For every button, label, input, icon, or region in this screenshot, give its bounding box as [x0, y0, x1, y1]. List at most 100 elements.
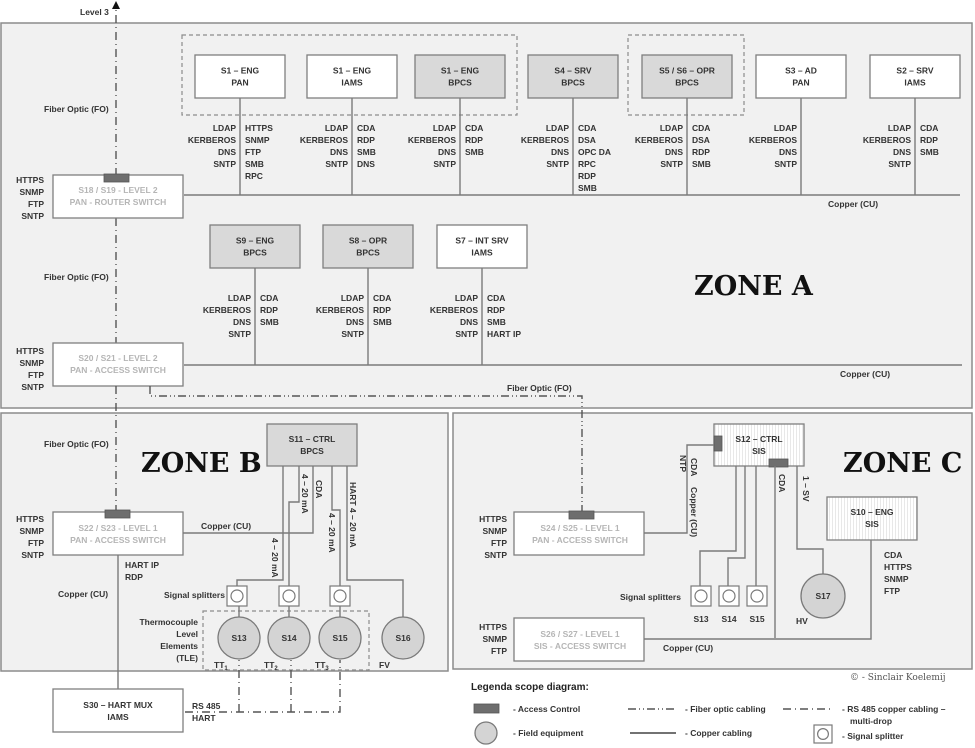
node-protocol-left: DNS [551, 147, 569, 157]
node-protocol-left: DNS [330, 147, 348, 157]
copyright-text: © - Sinclair Koelemij [850, 673, 946, 683]
legend-signal-splitter-icon [813, 724, 833, 744]
signal-splitter-icon [278, 585, 300, 607]
copper-label-upper: Copper (CU) [828, 199, 878, 209]
access-control-icon [568, 510, 595, 520]
node-protocol-right: SMB [357, 147, 376, 157]
zone-c-copper-bus [644, 540, 872, 640]
node-title: S2 – SRV [896, 66, 934, 76]
node-subtitle: IAMS [904, 78, 926, 88]
access-switch-s26-s27[interactable]: S26 / S27 - LEVEL 1 SIS - ACCESS SWITCH [513, 617, 645, 662]
node-protocol-left: DNS [665, 147, 683, 157]
node-s2-srv-iams[interactable]: S2 – SRV IAMS [869, 54, 961, 99]
switch-protocol: SNMP [19, 358, 44, 368]
s10-eng-sis[interactable]: S10 – ENG SIS [826, 496, 918, 541]
wire-label-4-20-b: 4 – 20 mA [300, 474, 310, 514]
s12-ctrl-sis[interactable]: S12 – CTRL SIS [713, 423, 805, 468]
node-protocol-left: SNTP [660, 159, 683, 169]
switch-protocol: SNMP [19, 526, 44, 536]
node-title: S9 – ENG [236, 236, 275, 246]
node-protocol-right: RPC [245, 171, 263, 181]
field-equipment-s14[interactable]: S14 [267, 616, 311, 660]
zc-copper-bus-label: Copper (CU) [663, 643, 713, 653]
node-protocol-left: LDAP [341, 293, 364, 303]
node-protocol-right: FTP [245, 147, 261, 157]
node-protocol-left: KERBEROS [316, 305, 365, 315]
wire-s11-cda-to-switch [183, 466, 314, 534]
wire-s11-to-splitter-2 [288, 466, 300, 586]
s10-protocol: FTP [884, 586, 900, 596]
node-subtitle: BPCS [561, 78, 585, 88]
node-title: S5 / S6 – OPR [659, 66, 715, 76]
node-protocol-right: CDA [920, 123, 938, 133]
signal-splitter-icon [329, 585, 351, 607]
node-protocol-right: SMB [692, 159, 711, 169]
node-protocol-right: RDP [920, 135, 938, 145]
operator-group-outline [627, 34, 745, 116]
field-equipment-s16[interactable]: S16 [381, 616, 425, 660]
node-protocol-left: KERBEROS [188, 135, 237, 145]
node-protocol-left: SNTP [888, 159, 911, 169]
zone-c-splitter-id: S15 [749, 614, 764, 624]
node-title: S7 – INT SRV [455, 236, 509, 246]
node-title: S4 – SRV [554, 66, 592, 76]
switch-protocol: SNTP [21, 211, 44, 221]
rs485-hart-label: HART [192, 713, 216, 723]
node-protocol-right: SNMP [245, 135, 270, 145]
s30-hart-mux-iams[interactable]: S30 – HART MUX IAMS [52, 688, 184, 733]
legend-field-equipment-icon [474, 721, 498, 745]
node-protocol-right: HTTPS [245, 123, 273, 133]
rs485-multidrop [185, 660, 341, 713]
node-protocol-left: SNTP [228, 329, 251, 339]
node-protocol-right: RDP [357, 135, 375, 145]
node-protocol-right: RDP [487, 305, 505, 315]
node-protocol-right: SMB [578, 183, 597, 193]
node-title: S1 – ENG [221, 66, 260, 76]
wire-label-4-20-c: 4 – 20 mA [327, 513, 337, 553]
node-subtitle: PAN [792, 78, 809, 88]
access-switch-s20-s21[interactable]: S20 / S21 - LEVEL 2 PAN - ACCESS SWITCH [52, 342, 184, 387]
node-protocol-left: DNS [893, 147, 911, 157]
field-tag: FV [379, 660, 390, 670]
zone-b-signal-splitters [226, 585, 351, 607]
node-protocol-left: DNS [460, 317, 478, 327]
wire-label-cda: CDA [314, 480, 324, 498]
wire-s11-to-splitter-3 [331, 466, 341, 586]
zc-pan-switch-line2: PAN - ACCESS SWITCH [532, 535, 628, 545]
access-control-icon [768, 458, 789, 468]
s11-ctrl-bpcs[interactable]: S11 – CTRL BPCS [266, 423, 358, 467]
field-equipment-s17[interactable]: S17 [800, 573, 846, 619]
zc-splitters-label: Signal splitters [620, 592, 681, 602]
node-protocol-left: SNTP [455, 329, 478, 339]
node-protocol-left: LDAP [228, 293, 251, 303]
node-protocol-right: DNS [357, 159, 375, 169]
router-switch-s18-s19[interactable]: S18 / S19 - LEVEL 2 PAN - ROUTER SWITCH [52, 173, 184, 219]
engineering-group-outline [181, 34, 518, 116]
switch-protocol: SNMP [482, 634, 507, 644]
node-protocol-right: CDA [692, 123, 710, 133]
zone-b-switch-line1: S22 / S23 - LEVEL 1 [78, 523, 157, 533]
node-protocol-left: KERBEROS [203, 305, 252, 315]
wire-s11-hart-to-s16 [346, 466, 404, 618]
node-protocol-right: CDA [465, 123, 483, 133]
node-protocol-left: DNS [779, 147, 797, 157]
node-s4-srv-bpcs[interactable]: S4 – SRV BPCS [527, 54, 619, 99]
access-switch-s24-s25[interactable]: S24 / S25 - LEVEL 1 PAN - ACCESS SWITCH [513, 510, 645, 556]
field-equipment-s15[interactable]: S15 [318, 616, 362, 660]
node-protocol-right: CDA [487, 293, 505, 303]
field-equipment-s13[interactable]: S13 [217, 616, 261, 660]
access-control-icon [104, 509, 131, 519]
node-protocol-left: KERBEROS [300, 135, 349, 145]
access-switch-s22-s23[interactable]: S22 / S23 - LEVEL 1 PAN - ACCESS SWITCH [52, 509, 184, 556]
wire-s11-to-splitter-1 [236, 466, 284, 586]
